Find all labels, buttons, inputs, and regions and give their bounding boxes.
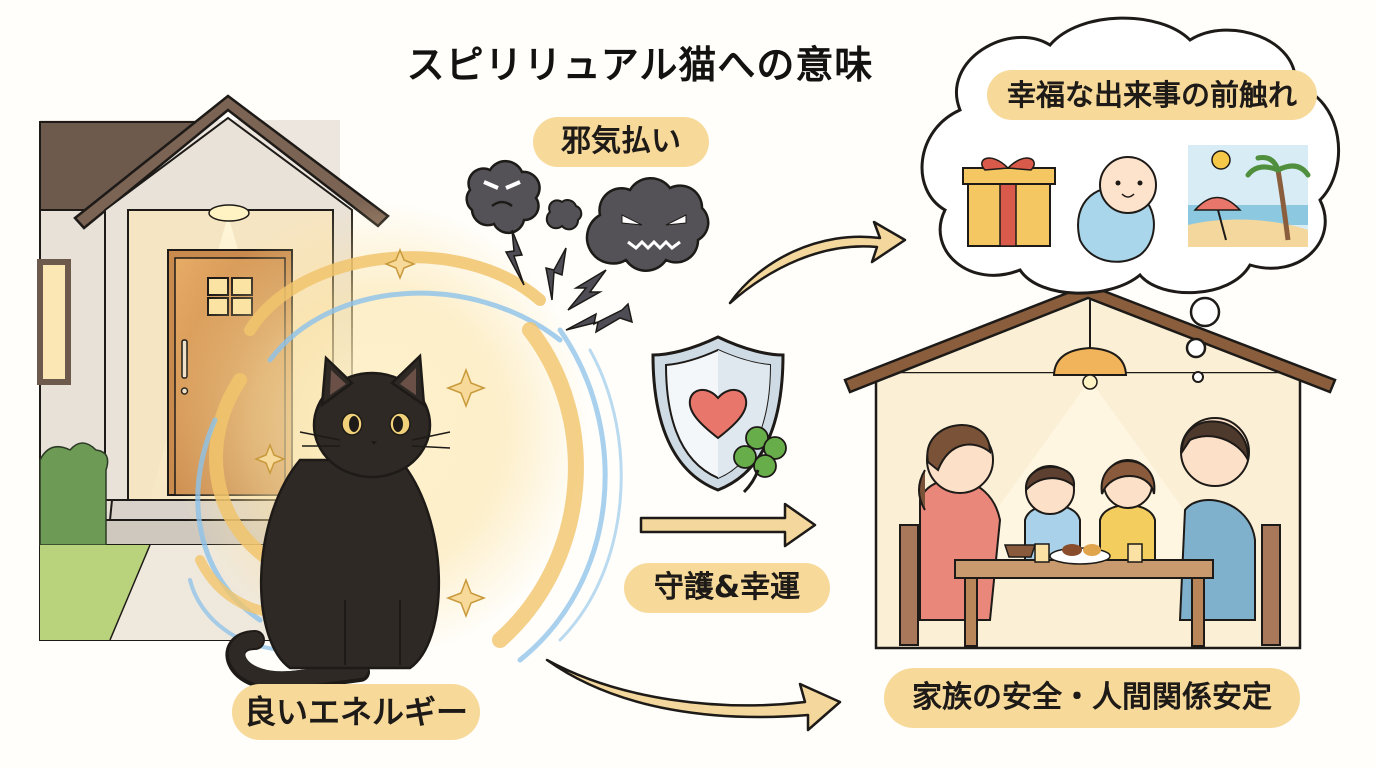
black-cat bbox=[225, 353, 451, 692]
sparkle-icon bbox=[253, 247, 487, 619]
label-happy-omen: 幸福な出来事の前触れ bbox=[987, 70, 1317, 120]
mother-figure bbox=[918, 424, 1002, 621]
beach-scene-icon bbox=[1188, 145, 1311, 247]
heart-icon bbox=[688, 389, 748, 440]
label-good-energy: 良いエネルギー bbox=[232, 684, 480, 740]
label-evil-ward: 邪気払い bbox=[533, 117, 709, 167]
label-family-safety: 家族の安全・人間関係安定 bbox=[884, 668, 1300, 728]
arrow-up-right-icon bbox=[728, 220, 907, 305]
page-title: スピリリュアル猫への意味 bbox=[406, 43, 874, 87]
lightning-icon bbox=[504, 229, 634, 334]
arrow-right-icon bbox=[639, 502, 817, 548]
family-house bbox=[843, 283, 1337, 650]
evil-cloud-icon bbox=[585, 176, 710, 272]
angry-cloud-icon bbox=[465, 159, 541, 235]
baby-icon bbox=[1077, 156, 1157, 263]
label-protection-luck: 守護&幸運 bbox=[624, 563, 830, 613]
gift-box-icon bbox=[962, 157, 1056, 247]
arrow-bottom-right-icon bbox=[545, 658, 842, 732]
clover-icon bbox=[733, 426, 787, 478]
arrows bbox=[545, 220, 907, 732]
shield-icon bbox=[651, 335, 787, 494]
pendant-lamp-icon bbox=[1052, 346, 1128, 376]
evil-clouds bbox=[465, 159, 710, 334]
